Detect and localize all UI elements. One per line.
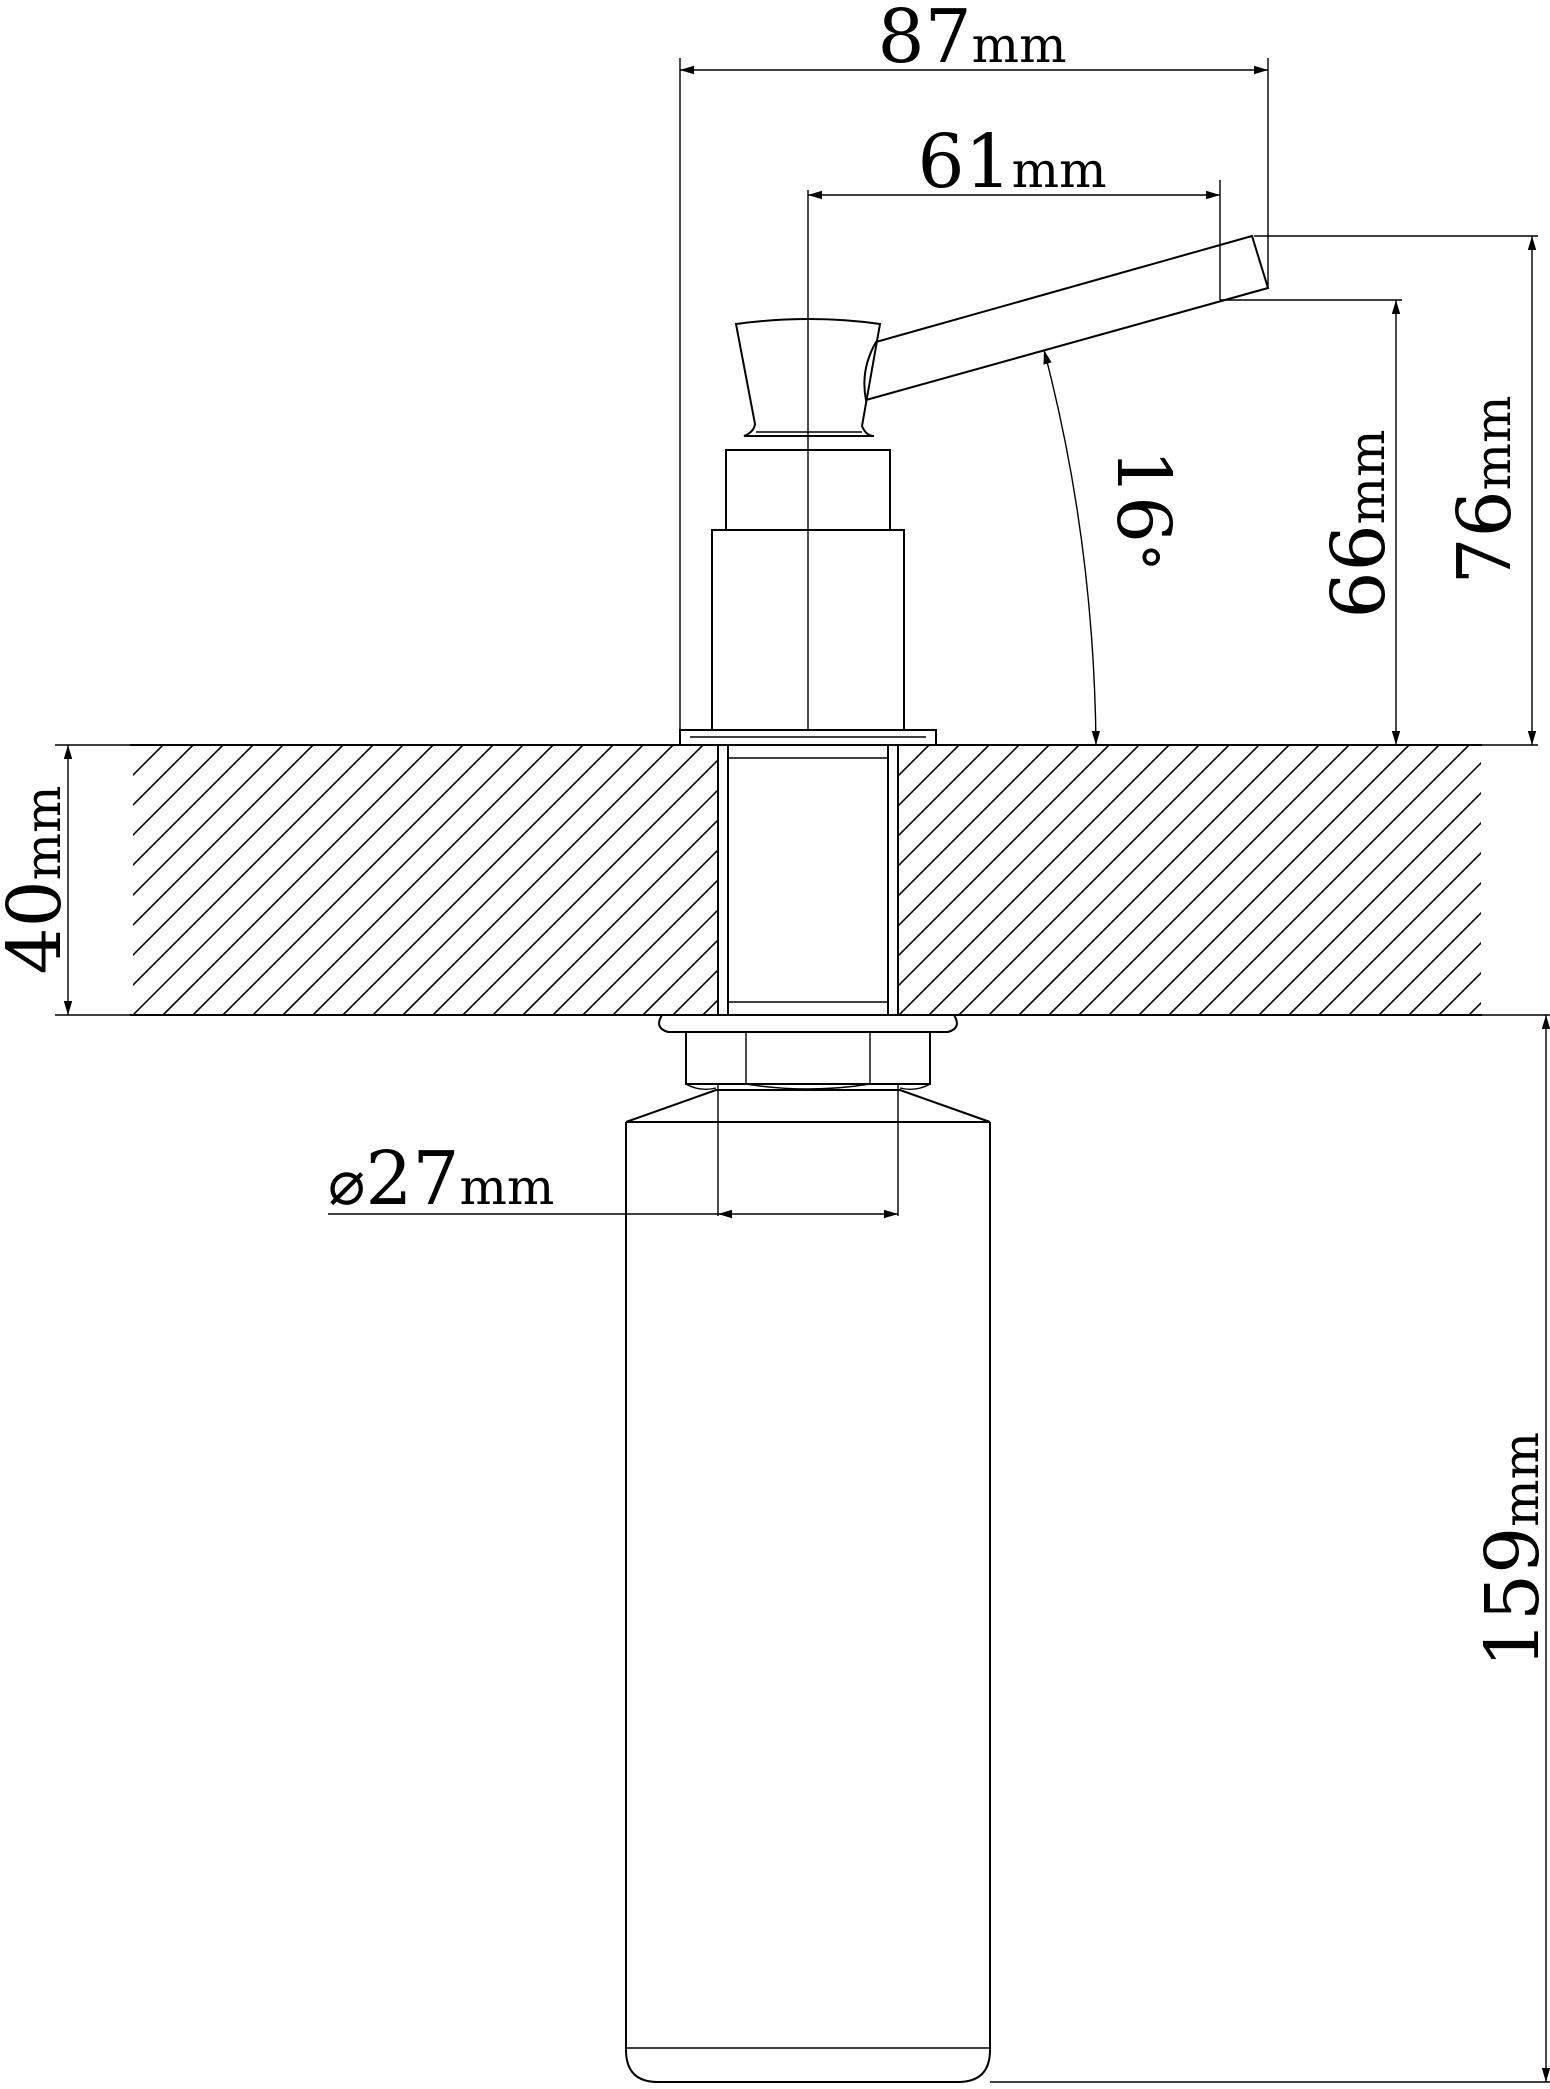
hatch-line (1348, 881, 1481, 1015)
hatch-line (133, 745, 224, 837)
hatch-line (672, 967, 719, 1015)
hatch-line (162, 745, 434, 1015)
hatch-line (899, 745, 1110, 957)
hatch-line (133, 745, 404, 1015)
mounting-nut (658, 1014, 958, 1091)
washer (658, 1014, 958, 1033)
bottle-body (625, 1122, 991, 2083)
label-overall-height: 76mm (1442, 396, 1528, 585)
hatch-line (402, 745, 674, 1015)
hatch-line (1288, 821, 1481, 1015)
dimension-lines (63, 65, 1550, 2082)
hatch-line (1198, 745, 1470, 1015)
hatch-line (1228, 761, 1481, 1015)
hatch-line (552, 847, 719, 1015)
dim-arc-16-degrees (1043, 349, 1101, 746)
hatch-line (899, 745, 1140, 987)
hatch-line (899, 745, 1020, 867)
hatch-line (988, 745, 1260, 1015)
hatch-line (1408, 941, 1481, 1015)
hatch-line (1468, 1001, 1481, 1015)
hatch-line (1018, 745, 1290, 1015)
hatch-line (1078, 745, 1350, 1015)
hatch-line (192, 745, 464, 1015)
hatch-line (1138, 745, 1410, 1015)
hatch-line (899, 745, 1170, 1015)
shank (717, 744, 899, 1016)
hatch-line (133, 745, 344, 957)
hatch-line (1318, 851, 1481, 1015)
label-spout-angle: 16° (1100, 449, 1186, 571)
hatch-line (899, 745, 960, 807)
hatch-line (133, 745, 254, 867)
label-spout-reach: 61mm (918, 119, 1107, 205)
dimension-labels: 87mm 61mm 76mm 66mm 40mm ⌀27mm 159mm 16° (0, 0, 1550, 1668)
countertop-section (130, 744, 1482, 1016)
hatch-line (312, 745, 584, 1015)
soap-bottle (625, 1084, 991, 2083)
label-counter-thickness: 40mm (0, 786, 78, 975)
hatch-line (133, 745, 194, 807)
hatch-line (928, 745, 1200, 1015)
hatch-line (462, 757, 719, 1015)
label-overall-width: 87mm (878, 0, 1067, 80)
hatch-line (342, 745, 614, 1015)
hatch-line (492, 787, 719, 1015)
hatch-line (702, 997, 719, 1015)
hatch-line (958, 745, 1230, 1015)
hatch-line (282, 745, 554, 1015)
hatch-line (899, 745, 1050, 897)
hatch-line (252, 745, 524, 1015)
hatch-line (642, 937, 719, 1015)
hatch-line (432, 745, 704, 1015)
bottle-shoulder (625, 1089, 991, 1123)
hatch-line (899, 745, 1080, 927)
hex-nut (685, 1031, 931, 1085)
label-spout-height: 66mm (1316, 430, 1402, 619)
hatch-line (1438, 971, 1481, 1015)
hatch-line (133, 745, 314, 927)
hatch-line (222, 745, 494, 1015)
hatch-line (522, 817, 719, 1015)
label-bottle-length: 159mm (1470, 1432, 1550, 1668)
hatch-line (899, 745, 990, 837)
hatch-line (612, 907, 719, 1015)
label-shank-diameter: ⌀27mm (328, 1136, 554, 1222)
spout (863, 234, 1270, 402)
hatch-line (1378, 911, 1481, 1015)
hatch-line (1168, 745, 1440, 1015)
extension-lines (55, 58, 1550, 2083)
hatch-line (899, 745, 900, 747)
hatch-line (133, 745, 374, 987)
hatch-line (1258, 791, 1481, 1015)
countertop-hatch-right (899, 745, 1481, 1015)
hatch-line (1108, 745, 1380, 1015)
hatch-line (1048, 745, 1320, 1015)
hatch-line (372, 745, 644, 1015)
countertop-hatch-left (133, 745, 719, 1015)
hatch-line (133, 745, 284, 897)
push-cap (734, 318, 882, 437)
